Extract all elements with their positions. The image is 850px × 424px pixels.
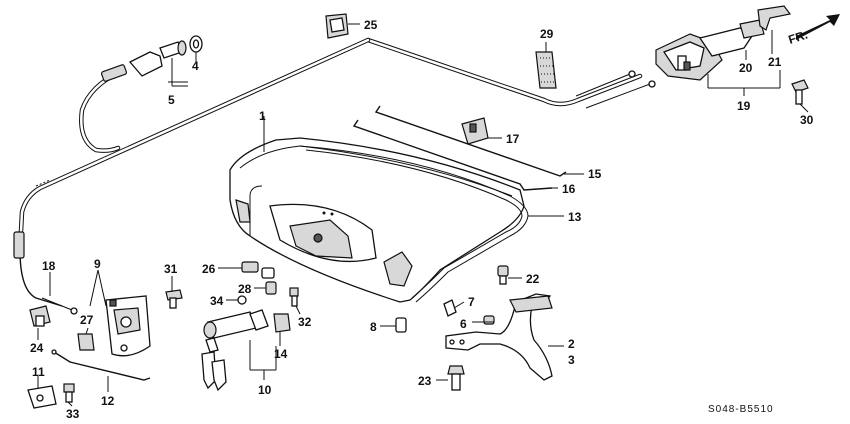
callout-8: 8 (370, 320, 377, 334)
callout-16: 16 (562, 182, 576, 196)
lock-cylinder (201, 309, 269, 392)
callout-labels: 1 2 3 4 5 6 7 8 9 10 11 12 13 14 15 16 1… (30, 18, 814, 421)
trunk-latch (105, 295, 151, 357)
drawing-code: S048-B5510 (708, 404, 774, 415)
clip-25 (325, 13, 349, 39)
callout-26: 26 (202, 262, 216, 276)
callout-12: 12 (101, 394, 115, 408)
weatherstrip (299, 145, 529, 303)
callout-7: 7 (468, 295, 475, 309)
fuel-opener-cable (79, 35, 203, 153)
callout-5: 5 (168, 93, 175, 107)
callout-15: 15 (588, 167, 602, 181)
opener-cable (13, 37, 643, 315)
pad-29 (535, 51, 557, 89)
trunk-release-handle-assembly (575, 5, 840, 109)
callout-17: 17 (506, 132, 520, 146)
callout-11: 11 (32, 365, 45, 379)
callout-4: 4 (192, 59, 199, 73)
callout-21: 21 (768, 55, 782, 69)
leader-lines (37, 23, 809, 407)
callout-29: 29 (540, 27, 554, 41)
callout-3: 3 (568, 353, 575, 367)
callout-33: 33 (66, 407, 80, 421)
callout-25: 25 (364, 18, 378, 32)
callout-10: 10 (258, 383, 272, 397)
callout-22: 22 (526, 272, 540, 286)
callout-28: 28 (238, 282, 252, 296)
callout-24: 24 (30, 341, 44, 355)
front-direction-arrow-icon (796, 14, 840, 40)
callout-20: 20 (739, 61, 753, 75)
callout-23: 23 (418, 374, 432, 388)
callout-9: 9 (94, 257, 101, 271)
callout-18: 18 (42, 259, 56, 273)
callout-31: 31 (164, 262, 178, 276)
callout-14: 14 (274, 347, 288, 361)
trunk-hinge (445, 293, 553, 381)
bolt-30 (791, 79, 809, 105)
front-direction-label: FR. (787, 28, 810, 47)
fasteners (165, 261, 509, 391)
lower-parts (27, 305, 151, 409)
callout-32: 32 (298, 315, 312, 329)
callout-1: 1 (259, 109, 266, 123)
callout-19: 19 (737, 99, 751, 113)
callout-13: 13 (568, 210, 582, 224)
switch-17 (461, 117, 489, 145)
callout-30: 30 (800, 113, 814, 127)
callout-2: 2 (568, 337, 575, 351)
callout-34: 34 (210, 294, 224, 308)
callout-6: 6 (460, 317, 467, 331)
callout-27: 27 (80, 313, 94, 327)
